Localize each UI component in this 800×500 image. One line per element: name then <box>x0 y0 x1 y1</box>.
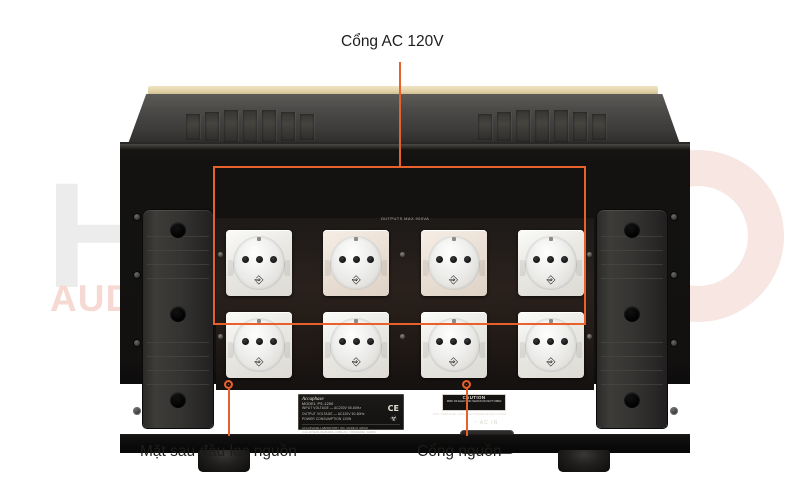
spec-output-voltage: OUTPUT VOLTAGE — AC120V 50-60Hz <box>302 411 365 416</box>
top-beige-trim <box>147 86 659 95</box>
vent-slot <box>224 110 238 142</box>
vent-slot <box>243 110 257 142</box>
warning-triangle-left-icon <box>420 398 436 412</box>
spec-power-consumption: POWER CONSUMPTION 120W <box>302 417 352 421</box>
chassis-screw <box>671 340 677 346</box>
chassis-screw <box>671 272 677 278</box>
side-heatsink-right <box>597 210 667 428</box>
caution-subtitle: RISK OF ELECTRIC SHOCK DO NOT OPEN <box>446 400 502 403</box>
highlight-box-ac-ports <box>213 166 586 325</box>
outlet-panel-rating-text: OUTPUTS MAX 900VA <box>380 216 430 221</box>
vent-slot <box>516 110 530 142</box>
chassis-screw <box>134 272 140 278</box>
chassis-screw <box>134 408 140 414</box>
chassis-screw <box>671 214 677 220</box>
ac-outlet-6[interactable]: ⎆ <box>323 312 390 378</box>
chassis-screw <box>134 340 140 346</box>
earth-pin-icon: ⎆ <box>254 274 264 286</box>
device-chassis: OUTPUTS MAX 900VA ⎆ <box>120 86 690 472</box>
earth-pin-icon: ⎆ <box>351 274 361 286</box>
ce-mark-icon: CE <box>387 404 399 413</box>
ac-in-label: ~ AC IN <box>473 420 499 426</box>
vent-slot <box>478 114 492 140</box>
annotation-label-ac-ports: Cổng AC 120V <box>341 33 444 50</box>
vent-slot <box>554 110 568 142</box>
chassis-screw <box>671 408 677 414</box>
handle-hole <box>624 392 640 408</box>
vent-group-left <box>186 110 314 142</box>
callout-dot-rear-panel <box>224 380 233 389</box>
caution-french-text: AVIS: RISQUE DE CHOC ELECTRIQUE NE PAS O… <box>433 412 507 416</box>
vent-slot <box>300 114 314 140</box>
caution-warning-block: CAUTION RISK OF ELECTRIC SHOCK DO NOT OP… <box>420 394 528 422</box>
chassis-foot-left <box>198 450 250 472</box>
caution-title: CAUTION <box>462 395 486 400</box>
callout-line-rear-panel <box>228 389 230 436</box>
spec-address: 2-14-10 SHIN-ISHIKAWA, AOBA-KU, YOKOHAMA… <box>302 429 376 434</box>
ac-outlet-3[interactable]: ⎆ <box>420 230 487 296</box>
vent-slot <box>205 112 219 141</box>
vent-slot <box>592 114 606 140</box>
earth-pin-icon: ⎆ <box>546 356 556 368</box>
ac-outlet-4[interactable]: ⎆ <box>517 230 584 296</box>
rear-face-plate: OUTPUTS MAX 900VA ⎆ <box>120 142 690 472</box>
ac-outlet-1[interactable]: ⎆ <box>226 230 292 296</box>
vent-slot <box>573 112 587 141</box>
vent-slot <box>186 114 200 140</box>
warning-triangle-right-icon <box>510 398 526 412</box>
callout-line-power-inlet <box>466 389 468 436</box>
side-heatsink-left <box>143 210 213 428</box>
earth-pin-icon: ⎆ <box>449 274 459 286</box>
face-highlight <box>120 144 690 150</box>
chassis-screw <box>134 214 140 220</box>
handle-hole <box>624 306 640 322</box>
vent-slot <box>262 110 276 142</box>
vent-group-right <box>478 110 606 142</box>
spec-manufacturer: ACCUPHASE LABORATORY, INC. MADE IN JAPAN <box>302 423 400 430</box>
vent-slot <box>497 112 511 141</box>
handle-hole <box>170 306 186 322</box>
brand-name: Accuphase <box>302 397 324 402</box>
callout-line-ac-ports <box>399 62 401 166</box>
annotation-label-rear-panel: Mặt sau đầu lọc nguồn <box>140 443 297 460</box>
annotation-label-power-inlet: Cổng nguồn <box>417 443 502 460</box>
weee-mark-icon: ☣ <box>389 414 397 423</box>
top-cover-plate <box>128 94 680 144</box>
bottom-rail <box>120 434 690 453</box>
handle-hole <box>170 392 186 408</box>
ac-outlet-2[interactable]: ⎆ <box>323 230 390 296</box>
earth-pin-icon: ⎆ <box>254 356 264 368</box>
model-number: MODEL PS-1250 <box>302 402 334 406</box>
specification-label: Accuphase MODEL PS-1250 INPUT VOLTAGE — … <box>298 394 404 434</box>
earth-pin-icon: ⎆ <box>546 274 556 286</box>
handle-hole <box>170 222 186 238</box>
earth-pin-icon: ⎆ <box>449 356 459 368</box>
vent-slot <box>281 112 295 141</box>
caution-text-box: CAUTION RISK OF ELECTRIC SHOCK DO NOT OP… <box>442 394 506 411</box>
spec-input-voltage: INPUT VOLTAGE — AC230V 50-60Hz <box>302 406 362 410</box>
handle-hole <box>624 222 640 238</box>
vent-slot <box>535 110 549 142</box>
outlet-row-top: ⎆ ⎆ ⎆ <box>226 230 584 296</box>
callout-dot-power-inlet <box>462 380 471 389</box>
earth-pin-icon: ⎆ <box>351 356 361 368</box>
chassis-foot-right <box>558 450 610 472</box>
